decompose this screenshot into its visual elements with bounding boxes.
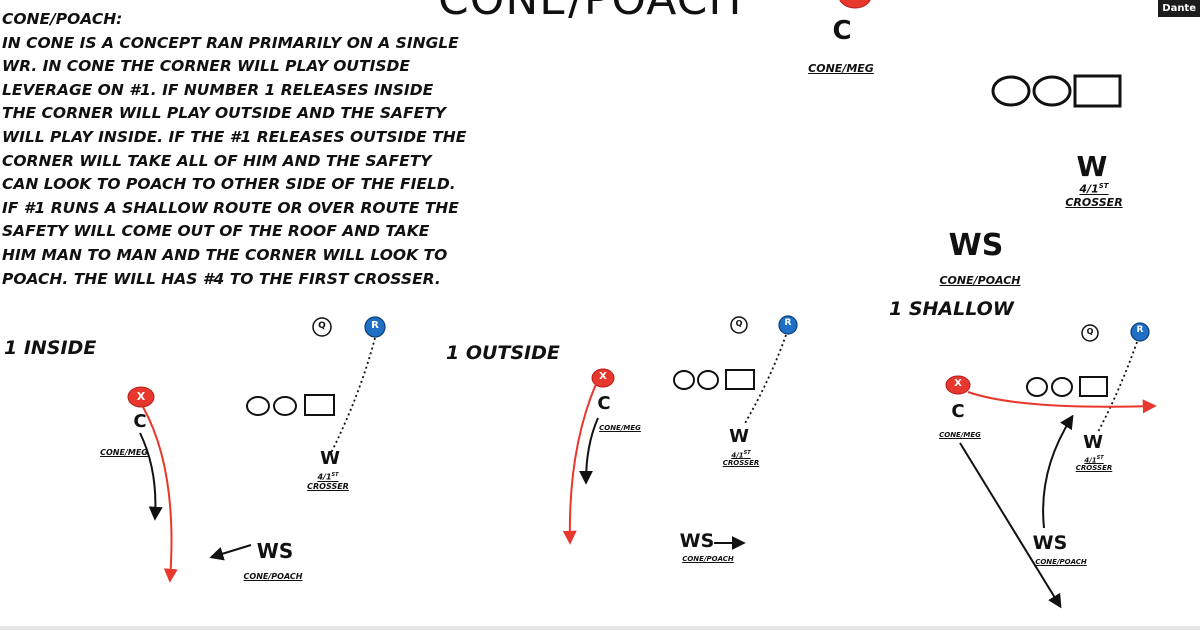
panel-outside-will: W	[729, 426, 749, 447]
panel-inside-graphics	[127, 316, 386, 583]
main-will-sup: ST	[1098, 182, 1109, 190]
description-line: IF #1 RUNS A SHALLOW ROUTE OR OVER ROUTE…	[2, 198, 459, 217]
panel-shallow-safety: WS	[1032, 532, 1068, 554]
panel-shallow-wr: X	[954, 378, 962, 389]
panel-shallow-safety-assignment: CONE/POACH	[1035, 558, 1087, 566]
panel-outside-will-num: 4/1	[731, 451, 744, 460]
page-title: CONE/POACH	[438, 0, 742, 25]
description-line: WR. IN CONE THE CORNER WILL PLAY OUTISDE	[2, 57, 410, 76]
panel-inside-label: 1 INSIDE	[4, 337, 97, 359]
panel-shallow-qb: Q	[1086, 327, 1094, 336]
description-line: IN CONE IS A CONCEPT RAN PRIMARILY ON A …	[2, 33, 459, 52]
bottom-divider	[0, 626, 1200, 630]
panel-inside-qb-circle	[312, 317, 332, 337]
panel-shallow-will-num: 4/1	[1084, 456, 1097, 465]
panel-inside-will-num: 4/1	[317, 472, 332, 482]
panel-shallow-corner: C	[951, 401, 965, 422]
panel-inside-safety-assignment: CONE/POACH	[243, 572, 303, 581]
description-line: SAFETY WILL COME OUT OF THE ROOF AND TAK…	[2, 222, 430, 241]
panel-shallow-safety-route	[1042, 414, 1074, 529]
panel-inside-will-sup: ST	[331, 472, 339, 478]
description-heading: CONE/POACH:	[2, 10, 123, 28]
panel-outside-will-sup: ST	[743, 450, 751, 456]
panel-outside-qb: Q	[735, 319, 743, 328]
panel-inside-rb-route	[329, 337, 376, 456]
panel-outside-corner: C	[597, 393, 611, 414]
panel-shallow-will: W	[1083, 432, 1103, 453]
main-will-num: 4/1	[1079, 182, 1099, 196]
panel-outside-wr-route	[562, 383, 597, 545]
main-corner-label: C	[832, 16, 852, 46]
panel-outside-wr: X	[599, 371, 607, 382]
description-line: POACH. THE WILL HAS #4 TO THE FIRST CROS…	[2, 269, 441, 288]
description-line: LEVERAGE ON #1. IF NUMBER 1 RELEASES INS…	[2, 80, 434, 99]
panel-shallow-rb: R	[1136, 325, 1144, 335]
panel-shallow-wr-route	[967, 391, 1157, 414]
panel-inside-offensive-line	[246, 394, 335, 416]
panel-inside-wr-ellipse	[127, 386, 155, 408]
panel-outside-graphics	[562, 315, 798, 550]
main-safety-assignment: CONE/POACH	[939, 274, 1021, 287]
panel-inside-corner-assignment: CONE/MEG	[100, 448, 148, 457]
user-badge[interactable]: Dante	[1158, 0, 1200, 17]
panel-outside-will-assignment: 4/1ST CROSSER	[723, 450, 759, 467]
panel-outside-rb-route	[743, 334, 787, 426]
panel-outside-safety-assignment: CONE/POACH	[682, 555, 734, 563]
main-will-label: W	[1076, 150, 1108, 183]
main-safety-label: WS	[948, 228, 1004, 263]
panel-shallow-will-sup: ST	[1096, 455, 1104, 461]
description-line: THE CORNER WILL PLAY OUTSIDE AND THE SAF…	[2, 104, 447, 123]
panel-shallow-qb-circle	[1081, 324, 1099, 342]
description-line: CAN LOOK TO POACH TO OTHER SIDE OF THE F…	[2, 175, 456, 194]
panel-outside-safety: WS	[679, 530, 715, 552]
panel-outside-label: 1 OUTSIDE	[446, 342, 560, 364]
panel-shallow-will-assignment: 4/1ST CROSSER	[1076, 455, 1112, 472]
panel-shallow-rb-circle	[1130, 322, 1150, 342]
panel-inside-rb: R	[371, 320, 379, 331]
description-line: WILL PLAY INSIDE. IF THE #1 RELEASES OUT…	[2, 127, 467, 146]
description-line: CORNER WILL TAKE ALL OF HIM AND THE SAFE…	[2, 151, 432, 170]
panel-outside-corner-assignment: CONE/MEG	[599, 424, 641, 432]
panel-shallow-corner-route	[959, 442, 1062, 609]
main-corner-assignment: CONE/MEG	[808, 62, 874, 75]
panel-shallow-corner-assignment: CONE/MEG	[939, 431, 981, 439]
panel-inside-safety: WS	[256, 539, 294, 563]
panel-inside-will: W	[320, 448, 340, 469]
panel-inside-corner: C	[133, 411, 147, 432]
panel-outside-rb: R	[784, 318, 792, 328]
panel-outside-qb-circle	[730, 316, 748, 334]
panel-inside-will-sub: CROSSER	[307, 481, 349, 491]
panel-shallow-graphics	[945, 322, 1157, 609]
panel-inside-wr: X	[136, 390, 146, 403]
panel-inside-safety-arrow	[209, 544, 252, 561]
main-will-sub: CROSSER	[1065, 195, 1123, 209]
panel-inside-corner-route	[139, 432, 163, 521]
panel-inside-wr-route	[142, 406, 178, 583]
description-line: HIM MAN TO MAN AND THE CORNER WILL LOOK …	[2, 245, 448, 264]
panel-shallow-wr-ellipse	[945, 375, 971, 395]
panel-inside-qb: Q	[318, 321, 326, 331]
panel-outside-will-sub: CROSSER	[722, 459, 760, 468]
top-receiver-marker	[839, 0, 871, 9]
main-will-assignment: 4/1ST CROSSER	[1065, 182, 1122, 209]
panel-shallow-offensive-line	[1026, 376, 1108, 397]
panel-outside-corner-route	[579, 417, 599, 485]
panel-inside-will-assignment: 4/1ST CROSSER	[307, 472, 349, 491]
panel-shallow-will-sub: CROSSER	[1075, 464, 1113, 473]
panel-outside-wr-ellipse	[591, 368, 615, 388]
panel-outside-offensive-line	[673, 369, 755, 390]
panel-outside-rb-circle	[778, 315, 798, 335]
panel-inside-rb-circle	[364, 316, 386, 338]
panel-shallow-rb-route	[1097, 341, 1138, 433]
top-offensive-line	[991, 74, 1122, 108]
concept-description: CONE/POACH: IN CONE IS A CONCEPT RAN PRI…	[2, 8, 502, 291]
panel-shallow-label: 1 SHALLOW	[889, 298, 1014, 320]
